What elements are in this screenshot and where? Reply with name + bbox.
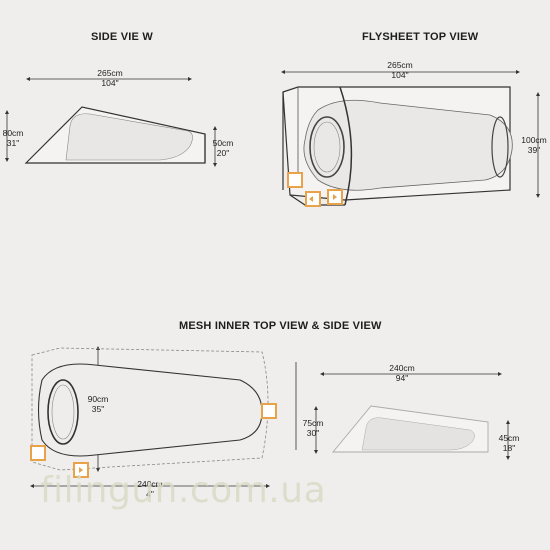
mesh-side-height2-cm: 45cm	[498, 433, 520, 443]
mesh-side-height2-in: 18"	[502, 443, 516, 453]
mesh-vent-marker	[30, 445, 46, 461]
mesh-width-label: 90cm 35"	[82, 394, 114, 414]
mesh-side-length-cm: 240cm	[389, 363, 415, 373]
mesh-width-cm: 90cm	[87, 394, 109, 404]
mesh-inner-view-title: MESH INNER TOP VIEW & SIDE VIEW	[179, 320, 382, 332]
mesh-length-in: 4"	[146, 489, 154, 499]
side-height1-cm: 80cm	[2, 128, 24, 138]
mesh-side-height2-label: 45cm 18"	[494, 433, 524, 453]
mesh-side-height1-label: 75cm 30"	[299, 418, 327, 438]
side-view-inner-outline	[65, 113, 193, 161]
mesh-length-label: 240cm 4"	[130, 479, 170, 499]
mesh-rear-vent-marker	[261, 403, 277, 419]
fly-length-cm: 265cm	[387, 60, 413, 70]
fly-length-in: 104"	[391, 70, 409, 80]
side-height1-in: 31"	[6, 138, 20, 148]
mesh-top-drawing	[30, 346, 277, 488]
side-height2-in: 20"	[216, 148, 230, 158]
mesh-side-drawing	[295, 362, 510, 460]
fly-inner-body	[303, 99, 513, 191]
mesh-side-height1-in: 30"	[306, 428, 320, 438]
mesh-length-cm: 240cm	[137, 479, 163, 489]
mesh-side-length-in: 94"	[395, 373, 409, 383]
side-height1-label: 80cm 31"	[0, 128, 26, 148]
fly-width-in: 39"	[527, 145, 541, 155]
fly-door-ellipse	[309, 116, 345, 178]
side-height2-label: 50cm 20"	[208, 138, 238, 158]
flysheet-top-view-title: FLYSHEET TOP VIEW	[362, 31, 479, 43]
mesh-inner-body	[37, 363, 263, 457]
fly-width-label: 100cm 39"	[518, 135, 550, 155]
fly-vent-marker	[287, 172, 303, 188]
mesh-side-height1-cm: 75cm	[302, 418, 324, 428]
side-length-in: 104"	[101, 78, 119, 88]
fly-width-cm: 100cm	[521, 135, 547, 145]
side-view-title: SIDE VIE W	[91, 31, 153, 43]
side-length-cm: 265cm	[97, 68, 123, 78]
watermark: filingun.com.ua	[40, 470, 327, 511]
mesh-width-in: 35"	[91, 404, 105, 414]
mesh-door-ellipse	[47, 379, 79, 445]
side-length-label: 265cm 104"	[90, 68, 130, 88]
mesh-side-length-label: 240cm 94"	[382, 363, 422, 383]
flysheet-top-drawing	[281, 70, 540, 207]
side-height2-cm: 50cm	[212, 138, 234, 148]
fly-length-label: 265cm 104"	[380, 60, 420, 80]
side-view-drawing	[5, 77, 217, 167]
